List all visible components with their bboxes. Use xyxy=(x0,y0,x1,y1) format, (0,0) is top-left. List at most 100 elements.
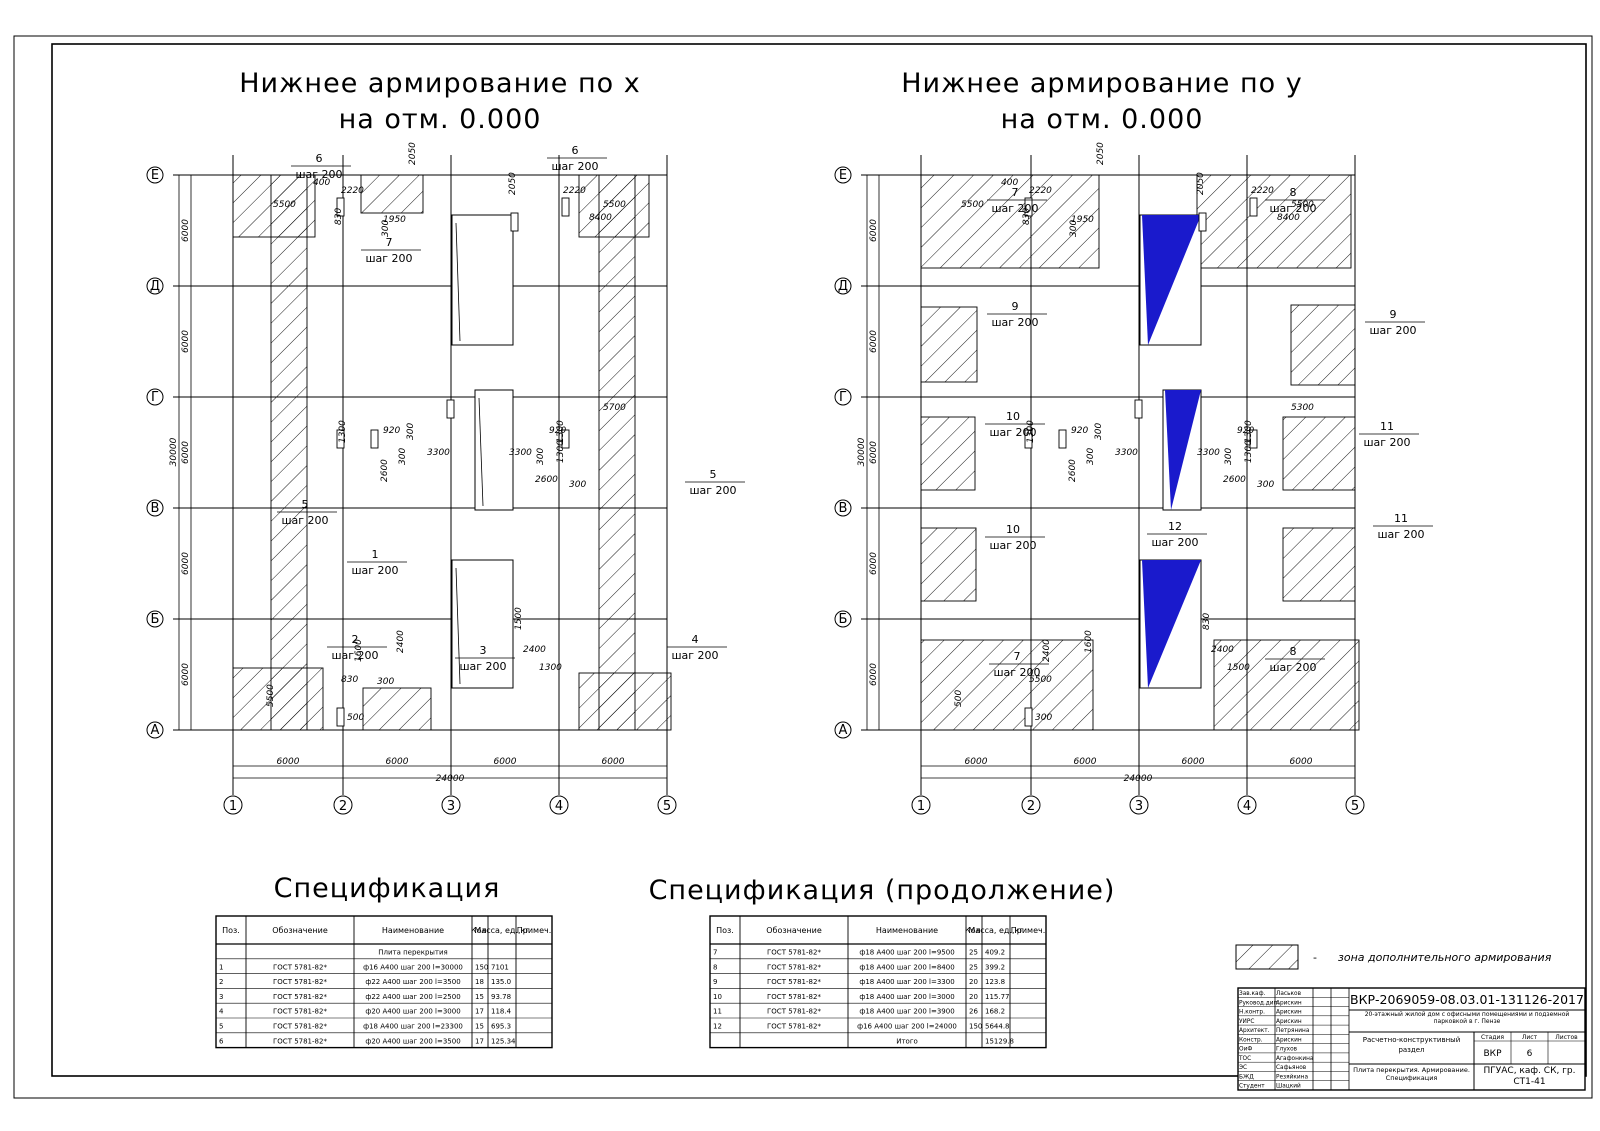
axis-label-Г: Г xyxy=(151,390,159,405)
legend-hatch-swatch xyxy=(1235,944,1299,970)
axis-bubble-1 xyxy=(911,795,931,815)
legend-dash: - xyxy=(1313,951,1317,964)
axis-bubble-2 xyxy=(1021,795,1041,815)
spec-cell: 4 xyxy=(219,1008,224,1016)
axis-label-А: А xyxy=(839,723,848,738)
spec-group-label: Плита перекрытия xyxy=(378,949,448,957)
dim-text: 2400 xyxy=(523,645,546,655)
dim-text: 2220 xyxy=(563,186,586,196)
dim-text: 920 xyxy=(1071,426,1088,436)
stamp-sheet-title-fo: Плита перекрытия. Армирование. Специфика… xyxy=(1353,1066,1470,1082)
column-2 xyxy=(370,429,379,449)
spec-cell: ГОСТ 5781-82* xyxy=(767,1008,821,1016)
dim-text: 8400 xyxy=(589,213,612,223)
stamp-project-fo: 20-этажный жилой дом с офисными помещени… xyxy=(1364,1011,1570,1025)
callout-pos-7: 7 xyxy=(1014,650,1021,663)
stamp-role: Архитект. xyxy=(1239,1028,1270,1034)
spec-cell: 20 xyxy=(969,978,978,986)
column-2 xyxy=(1058,429,1067,449)
callout-step: шаг 200 xyxy=(459,660,506,673)
spec-total-label: Итого xyxy=(896,1037,918,1045)
spec-cell: 7 xyxy=(713,949,717,957)
axis-label-1: 1 xyxy=(917,799,925,814)
col-dim-text: 6000 xyxy=(1074,757,1097,767)
axis-bubble-В xyxy=(834,499,852,517)
stamp-section-fo: Расчетно-конструктивный раздел xyxy=(1363,1036,1461,1054)
stamp-project: 20-этажный жилой дом с офисными помещени… xyxy=(1364,1011,1570,1025)
axis-bubble-2 xyxy=(333,795,353,815)
axis-bubble-3 xyxy=(1129,795,1149,815)
spec-cell: ф18 А400 шаг 200 l=9500 xyxy=(859,949,954,957)
spec-cell: ф18 А400 шаг 200 l=3000 xyxy=(859,993,954,1001)
column-8 xyxy=(1134,399,1143,419)
inner-frame xyxy=(51,43,1587,1077)
axis-label-3: 3 xyxy=(447,799,455,814)
spec-cell: 6 xyxy=(219,1037,224,1045)
plan-x-title-line1: Нижнее армирование по x xyxy=(239,68,640,99)
spec-cell: 115.77 xyxy=(985,993,1010,1001)
spec-cell: 8 xyxy=(713,963,717,971)
col-dim-text: 6000 xyxy=(965,757,988,767)
dim-text: 5500 xyxy=(273,200,296,210)
opening-highlight-1 xyxy=(1142,215,1201,345)
axis-bubble-1 xyxy=(223,795,243,815)
callout-step: шаг 200 xyxy=(365,252,412,265)
dim-text: 2600 xyxy=(1068,459,1078,482)
stamp-role: Руковод.дип. xyxy=(1239,1000,1279,1006)
axis-bubble-В xyxy=(146,499,164,517)
column-1 xyxy=(1024,197,1033,217)
stamp-role: ЭС xyxy=(1239,1065,1247,1071)
opening-diag-3 xyxy=(455,567,461,685)
spec-cell: 15 xyxy=(475,1023,484,1031)
spec-cell: ГОСТ 5781-82* xyxy=(767,993,821,1001)
dim-text: 2050 xyxy=(408,142,418,165)
axis-label-5: 5 xyxy=(1351,799,1359,814)
dim-text: 1300 xyxy=(1244,420,1254,443)
dim-text: 300 xyxy=(377,677,394,687)
reinforcement-zone-3 xyxy=(232,667,324,731)
dim-text: 830 xyxy=(1202,613,1212,630)
callout-pos-12: 12 xyxy=(1168,520,1182,533)
col-dim-text: 6000 xyxy=(277,757,300,767)
stamp-role: ТОС xyxy=(1238,1056,1251,1062)
axis-label-В: В xyxy=(839,501,848,516)
axis-label-2: 2 xyxy=(339,799,347,814)
spec-table-frame xyxy=(709,915,1047,1049)
callout-step: шаг 200 xyxy=(991,202,1038,215)
spec-header-cell: Кол. xyxy=(471,926,489,935)
stamp-name: Арискин xyxy=(1276,1010,1302,1016)
stamp-name: Резяйкина xyxy=(1276,1073,1308,1080)
dim-text: 5700 xyxy=(603,403,626,413)
spec-cell: 150 xyxy=(969,1023,982,1031)
stamp-stage: ВКР xyxy=(1484,1049,1503,1059)
callout-pos-6: 6 xyxy=(316,152,323,165)
dim-text: 920 xyxy=(1237,426,1254,436)
dim-text: 1300 xyxy=(338,420,348,443)
callout-pos-9: 9 xyxy=(1390,308,1397,321)
spec-cell: 135.0 xyxy=(491,978,511,986)
spec-cell: 2 xyxy=(219,978,223,986)
dim-text: 1950 xyxy=(1071,215,1094,225)
spec-cell: 26 xyxy=(969,1008,978,1016)
reinforcement-zone-4 xyxy=(1290,304,1356,386)
spec-cell: ГОСТ 5781-82* xyxy=(273,1023,327,1031)
row-dim-text: 6000 xyxy=(869,441,879,464)
stamp-sheets-h: Листов xyxy=(1555,1034,1578,1041)
opening-diag-1 xyxy=(455,222,461,342)
spec-cell: 125.34 xyxy=(491,1037,516,1045)
axis-label-2: 2 xyxy=(1027,799,1035,814)
reinforcement-zone-7 xyxy=(920,527,977,602)
spec-cell: ГОСТ 5781-82* xyxy=(767,1023,821,1031)
dim-text: 500 xyxy=(954,690,964,707)
spec-cell: ф22 А400 шаг 200 l=2500 xyxy=(365,993,460,1001)
col-total-dim-text: 24000 xyxy=(436,774,465,784)
row-dim-text: 6000 xyxy=(869,219,879,242)
opening-diag-2 xyxy=(478,397,484,507)
dim-text: 400 xyxy=(313,178,330,188)
reinforcement-zone-2 xyxy=(270,174,308,731)
callout-step: шаг 200 xyxy=(1269,202,1316,215)
axis-bubble-А xyxy=(146,721,164,739)
dim-text: 5500 xyxy=(961,200,984,210)
callout-step: шаг 200 xyxy=(551,160,598,173)
